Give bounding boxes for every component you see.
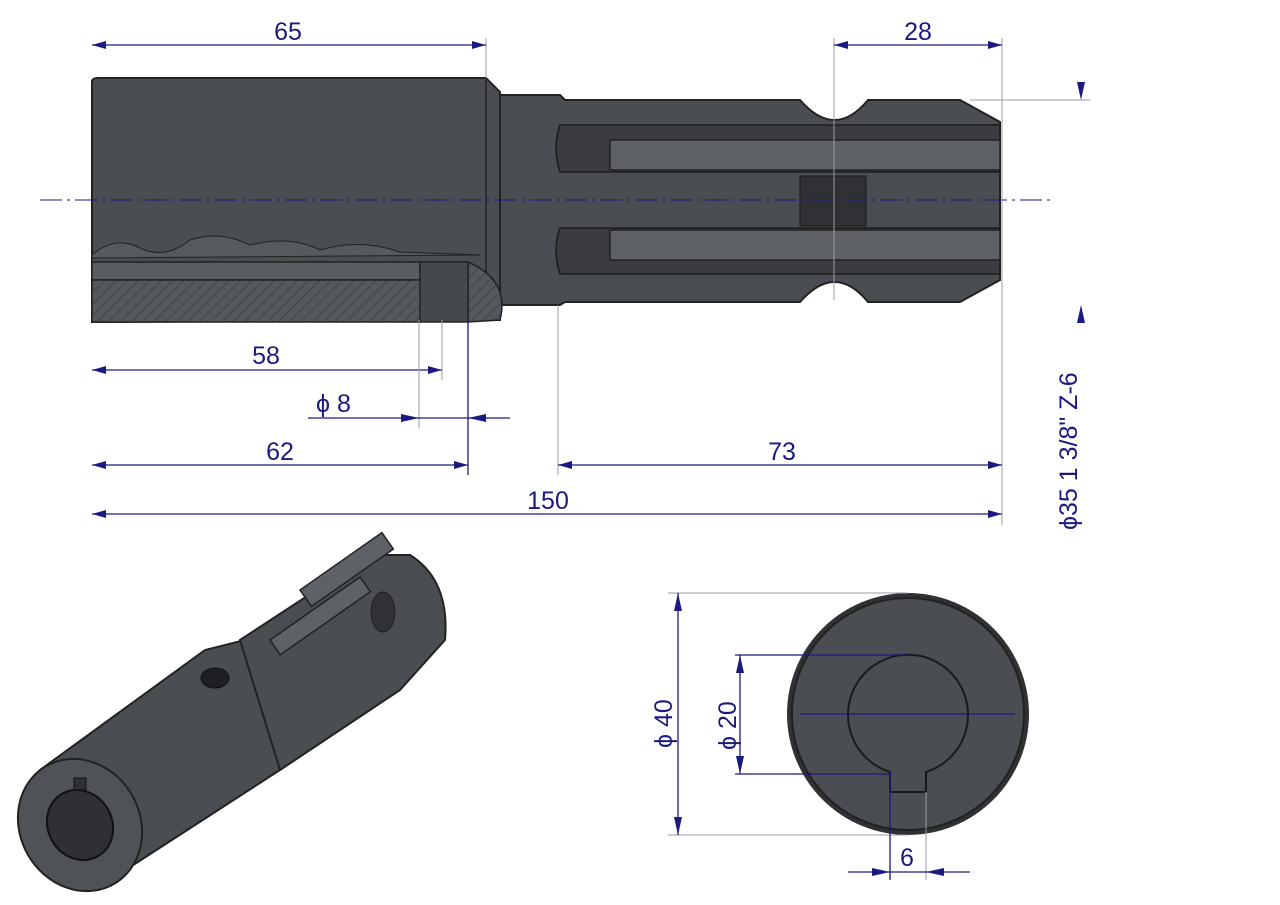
- dim-150: 150: [527, 487, 569, 515]
- dim-phi-8: ϕ 8: [316, 390, 351, 418]
- dim-65: 65: [274, 18, 302, 46]
- iso-cross-hole: [200, 667, 230, 689]
- dim-spline-spec: ϕ35 1 3/8" Z-6: [1055, 372, 1083, 530]
- dim-73: 73: [768, 438, 796, 466]
- dimensions: 65 28 58 ϕ 8 62 73 150 ϕ35 1 3/8" Z-6: [92, 18, 1090, 530]
- section-keyway: [91, 261, 421, 281]
- isometric-view: [16, 531, 447, 893]
- bore-with-keyway: [847, 653, 969, 793]
- side-view: [40, 77, 1050, 324]
- dim-6: 6: [900, 844, 914, 872]
- cross-hole: [419, 261, 469, 323]
- dim-28: 28: [904, 18, 932, 46]
- dim-phi-20: ϕ 20: [714, 701, 742, 750]
- end-view: ϕ 40 ϕ 20 6: [650, 592, 1029, 880]
- section-hatch: [91, 279, 431, 323]
- dim-58: 58: [252, 342, 280, 370]
- dim-62: 62: [266, 438, 294, 466]
- dim-phi-40: ϕ 40: [650, 699, 678, 748]
